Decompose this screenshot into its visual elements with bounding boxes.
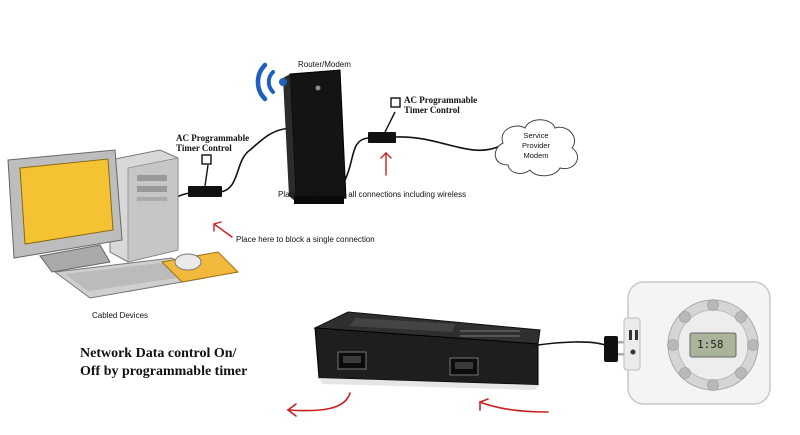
red-arrows-bottom xyxy=(286,392,549,417)
red-arrows-top xyxy=(213,152,392,238)
cable-timer-to-modem xyxy=(394,136,501,151)
wifi-icon xyxy=(255,62,287,102)
router-icon xyxy=(283,69,347,204)
cable-box-to-plug xyxy=(537,341,606,346)
cabled-devices-label: Cabled Devices xyxy=(92,311,149,320)
cable-router-to-timer xyxy=(344,137,369,181)
service-provider-modem-label: Service Provider Modem xyxy=(522,131,550,160)
arrow-in-right xyxy=(479,398,549,413)
router-modem-label: Router/Modem xyxy=(298,60,351,69)
timer-control-left xyxy=(188,154,222,197)
timer-control-right xyxy=(368,97,401,143)
note-block-single: Place here to block a single connection xyxy=(236,235,375,244)
cable-timer-to-router xyxy=(219,127,291,193)
arrow-single-connection xyxy=(213,221,233,238)
monitor-icon xyxy=(7,149,123,273)
network-switch-box xyxy=(313,311,541,390)
mouse-icon xyxy=(160,251,240,283)
note-block-all: Place here to block all connections incl… xyxy=(278,190,467,199)
computer-tower-icon xyxy=(109,149,179,263)
timer-display-text: 1:58 xyxy=(697,338,724,351)
arrow-all-connections xyxy=(380,152,392,176)
power-plug-icon xyxy=(604,336,628,362)
timer-control-right-label: AC Programmable Timer Control xyxy=(404,95,478,115)
network-cables xyxy=(149,127,606,346)
programmable-timer-device xyxy=(623,281,771,405)
service-provider-cloud xyxy=(494,119,578,177)
arrow-out-left xyxy=(286,392,351,417)
timer-control-left-label: AC Programmable Timer Control xyxy=(176,133,250,153)
timer-lcd-display xyxy=(689,332,737,358)
diagram-caption: Network Data control On/ Off by programm… xyxy=(80,346,248,379)
